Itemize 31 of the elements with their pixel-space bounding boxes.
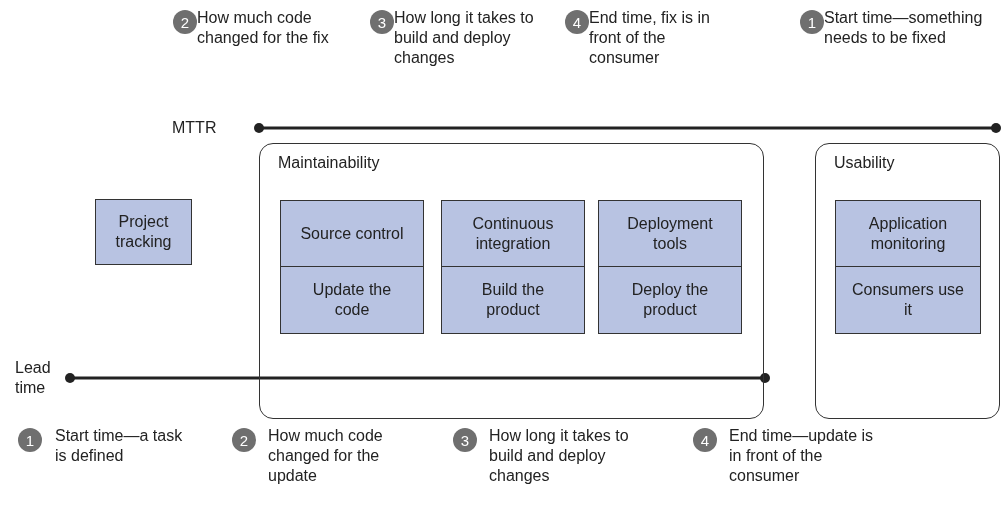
process-box: Continuous integration bbox=[441, 200, 585, 268]
callout-number: 1 bbox=[18, 428, 42, 452]
process-box: Application monitoring bbox=[835, 200, 981, 268]
note-text: Lead time bbox=[15, 358, 52, 398]
note-text: End time, fix is in front of the consumer bbox=[589, 8, 711, 68]
callout-number: 2 bbox=[173, 10, 197, 34]
note-text: How much code changed for the fix bbox=[197, 8, 330, 48]
note-text: How much code changed for the update bbox=[268, 426, 384, 486]
group-title: Usability bbox=[834, 154, 895, 172]
callout-number: 4 bbox=[565, 10, 589, 34]
callout-number: 3 bbox=[370, 10, 394, 34]
callout-number: 1 bbox=[800, 10, 824, 34]
note-text: Start time—a task is defined bbox=[55, 426, 184, 466]
note-text: End time—update is in front of the consumer bbox=[729, 426, 875, 486]
process-box: Project tracking bbox=[95, 199, 192, 265]
process-box: Deploy the product bbox=[598, 266, 742, 334]
process-box: Consumers use it bbox=[835, 266, 981, 334]
note-text: How long it takes to build and deploy changes bbox=[394, 8, 534, 68]
process-box: Source control bbox=[280, 200, 424, 268]
note-text: MTTR bbox=[172, 118, 217, 138]
note-text: Start time—something needs to be fixed bbox=[824, 8, 984, 48]
group-frame bbox=[259, 143, 764, 419]
group-frame bbox=[815, 143, 1000, 419]
process-box: Update the code bbox=[280, 266, 424, 334]
group-title: Maintainability bbox=[278, 154, 380, 172]
callout-number: 4 bbox=[693, 428, 717, 452]
note-text: How long it takes to build and deploy changes bbox=[489, 426, 630, 486]
process-box: Build the product bbox=[441, 266, 585, 334]
callout-number: 2 bbox=[232, 428, 256, 452]
callout-number: 3 bbox=[453, 428, 477, 452]
process-box: Deployment tools bbox=[598, 200, 742, 268]
